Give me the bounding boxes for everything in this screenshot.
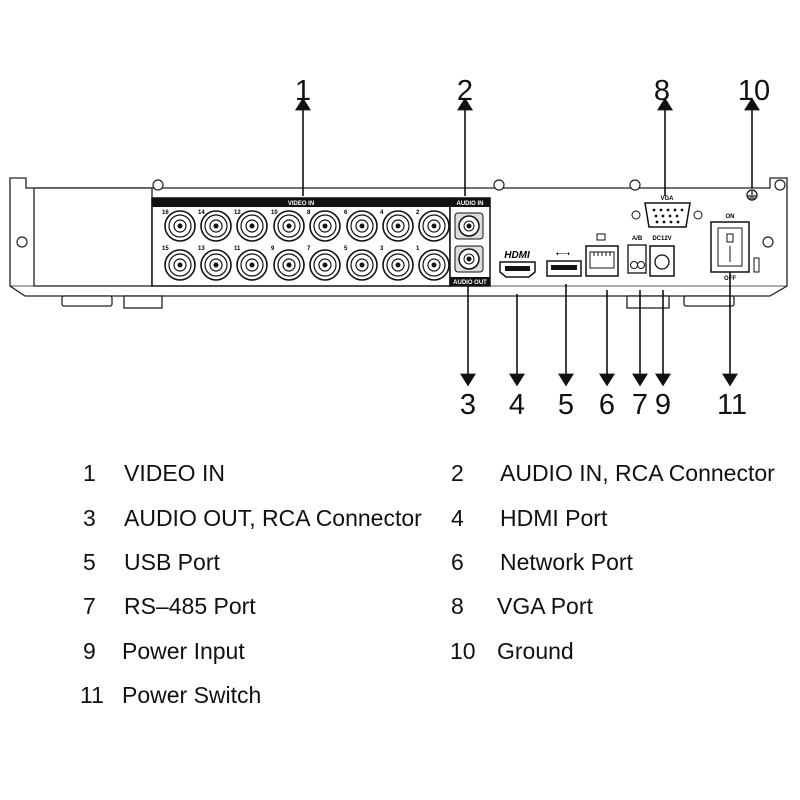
bnc-connector xyxy=(382,249,414,281)
screw-icons xyxy=(16,179,786,248)
power-switch: ON OFF xyxy=(710,214,760,282)
bnc-number-label: 9 xyxy=(271,246,275,252)
bnc-connector xyxy=(273,210,305,242)
hdmi-port: HDMI xyxy=(499,250,536,278)
bnc-connector xyxy=(236,210,268,242)
legend-num-6: 6 xyxy=(451,549,464,575)
dc12v-label: DC12V xyxy=(652,236,671,242)
legend-label-5: USB Port xyxy=(124,549,220,575)
legend-num-5: 5 xyxy=(83,549,96,575)
bnc-connector xyxy=(164,210,196,242)
bnc-number-label: 3 xyxy=(380,246,384,252)
ground-icon xyxy=(746,189,758,201)
legend-label-1: VIDEO IN xyxy=(124,460,225,486)
legend-label-3: AUDIO OUT, RCA Connector xyxy=(124,505,422,531)
bnc-number-label: 1 xyxy=(416,246,420,252)
callout-lines xyxy=(295,97,760,387)
bnc-connector xyxy=(309,249,341,281)
callout-4: 4 xyxy=(509,389,525,421)
bnc-connector xyxy=(382,210,414,242)
audio-out-label: AUDIO OUT xyxy=(453,280,487,286)
bnc-connectors: 16 14 12 10 8 6 4 2 15 13 11 9 7 5 3 1 xyxy=(162,210,450,281)
callout-5: 5 xyxy=(558,389,574,421)
audio-in-rca-connector xyxy=(454,212,484,240)
bnc-number-label: 15 xyxy=(162,246,169,252)
switch-on-label: ON xyxy=(726,214,735,220)
callout-3: 3 xyxy=(460,389,476,421)
callout-7: 7 xyxy=(632,389,648,421)
bnc-number-label: 16 xyxy=(162,210,169,216)
bnc-connector xyxy=(418,249,450,281)
usb-icon: ⭠⭢ xyxy=(556,249,570,259)
vga-port: VGA xyxy=(631,196,703,228)
vga-label: VGA xyxy=(660,196,674,202)
callout-9: 9 xyxy=(655,389,671,421)
bnc-connector xyxy=(346,210,378,242)
legend-num-2: 2 xyxy=(451,460,464,486)
legend-num-7: 7 xyxy=(83,593,96,619)
rs485-label: A/B xyxy=(632,236,643,242)
network-icon xyxy=(596,233,606,241)
bnc-number-label: 12 xyxy=(234,210,241,216)
rs485-port: A/B xyxy=(627,236,647,274)
video-in-label: VIDEO IN xyxy=(288,201,314,207)
legend-num-11: 11 xyxy=(80,682,104,708)
legend-num-9: 9 xyxy=(83,638,96,664)
legend-label-11: Power Switch xyxy=(122,682,262,708)
legend-num-1: 1 xyxy=(83,460,96,486)
network-port xyxy=(585,233,619,277)
legend-label-10: Ground xyxy=(497,638,574,664)
hdmi-label: HDMI xyxy=(504,250,530,261)
legend-label-8: VGA Port xyxy=(497,593,593,619)
callout-6: 6 xyxy=(599,389,615,421)
bnc-number-label: 13 xyxy=(198,246,205,252)
video-in-block: VIDEO IN 16 14 12 10 8 6 4 2 15 13 11 9 7 5 3 1 xyxy=(151,197,451,287)
legend-label-9: Power Input xyxy=(122,638,245,664)
bnc-connector xyxy=(309,210,341,242)
legend-num-10: 10 xyxy=(450,638,476,664)
legend-num-4: 4 xyxy=(451,505,464,531)
bnc-number-label: 5 xyxy=(344,246,348,252)
legend-label-6: Network Port xyxy=(500,549,633,575)
callout-11: 11 xyxy=(717,389,747,421)
bnc-number-label: 4 xyxy=(380,210,384,216)
callout-1: 1 xyxy=(295,75,311,107)
callout-numbers: 1 2 3 4 5 6 7 8 9 10 11 xyxy=(295,75,770,421)
bnc-connector xyxy=(346,249,378,281)
bnc-connector xyxy=(418,210,450,242)
legend-num-3: 3 xyxy=(83,505,96,531)
bnc-connector xyxy=(164,249,196,281)
bnc-connector xyxy=(273,249,305,281)
bnc-connector xyxy=(200,210,232,242)
bnc-number-label: 14 xyxy=(198,210,205,216)
usb-port: ⭠⭢ xyxy=(546,249,582,277)
bnc-number-label: 8 xyxy=(307,210,311,216)
bnc-number-label: 6 xyxy=(344,210,348,216)
callout-2: 2 xyxy=(457,75,473,107)
bnc-number-label: 7 xyxy=(307,246,311,252)
bnc-number-label: 10 xyxy=(271,210,278,216)
callout-8: 8 xyxy=(654,75,670,107)
bnc-connector xyxy=(236,249,268,281)
bnc-number-label: 2 xyxy=(416,210,420,216)
power-input: DC12V xyxy=(649,236,675,277)
legend-label-2: AUDIO IN, RCA Connector xyxy=(500,460,775,486)
legend-label-7: RS–485 Port xyxy=(124,593,256,619)
legend-label-4: HDMI Port xyxy=(500,505,608,531)
audio-in-label: AUDIO IN xyxy=(457,201,484,207)
bnc-number-label: 11 xyxy=(234,246,241,252)
legend-num-8: 8 xyxy=(451,593,464,619)
audio-block: AUDIO IN AUDIO OUT xyxy=(449,197,491,287)
bnc-connector xyxy=(200,249,232,281)
audio-out-rca-connector xyxy=(454,245,484,273)
callout-10: 10 xyxy=(738,75,770,107)
